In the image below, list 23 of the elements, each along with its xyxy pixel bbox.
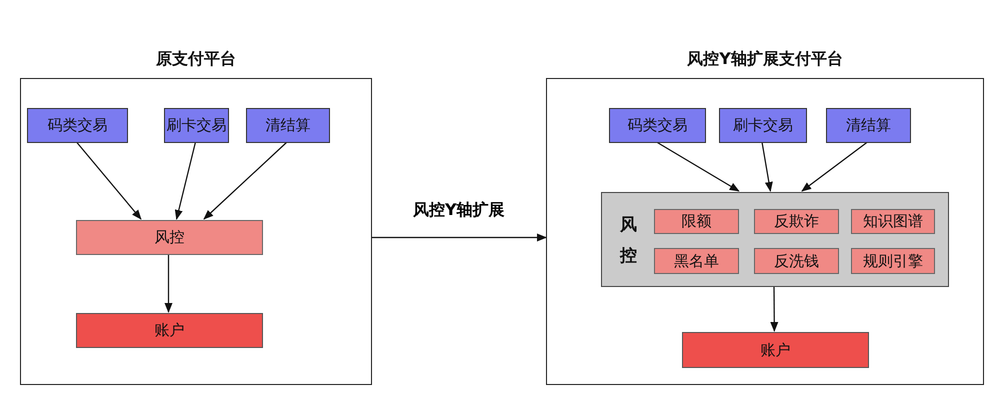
edge-label: 风控Y轴扩展 [411, 200, 507, 220]
risk-control-group [601, 192, 949, 287]
arrow [770, 286, 778, 332]
transaction-box: 刷卡交易 [719, 108, 807, 143]
arrow [164, 254, 172, 313]
arrow [801, 142, 868, 192]
group-title: 风控 [620, 214, 638, 268]
transaction-box: 码类交易 [27, 108, 128, 143]
platform-title: 风控Y轴扩展支付平台 [686, 49, 844, 70]
transaction-box: 刷卡交易 [164, 108, 229, 143]
arrow [372, 234, 547, 242]
transaction-box: 清结算 [246, 108, 330, 143]
arrow [76, 142, 142, 220]
arrow [174, 142, 196, 220]
arrow [656, 141, 740, 192]
arrow [761, 142, 773, 192]
platform-title: 原支付平台 [154, 49, 237, 70]
transaction-box: 码类交易 [609, 108, 706, 143]
risk-control-box: 风控 [76, 220, 263, 255]
arrow [203, 142, 288, 220]
account-box: 账户 [682, 332, 869, 368]
transaction-box: 清结算 [826, 108, 911, 143]
account-box: 账户 [76, 313, 263, 348]
